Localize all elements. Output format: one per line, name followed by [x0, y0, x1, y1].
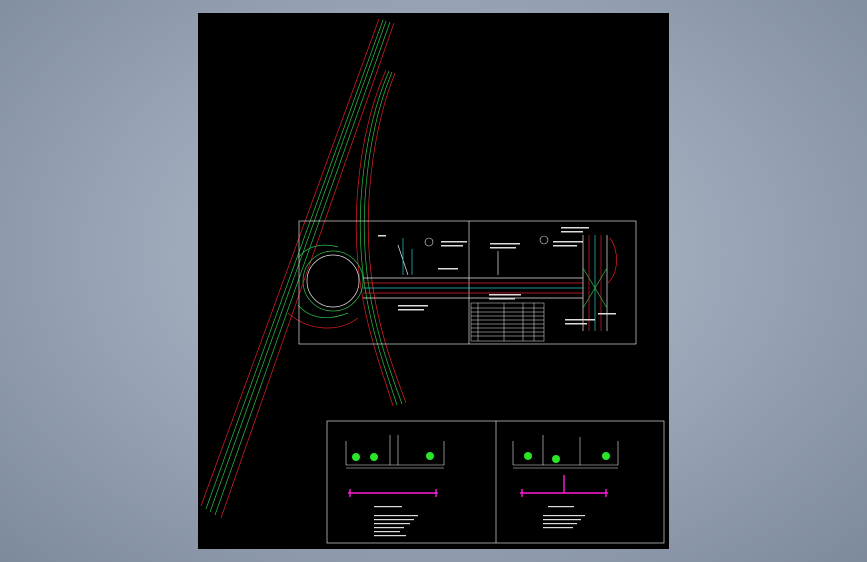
- left-cross-section: [345, 435, 445, 537]
- plan-main-street: [363, 238, 583, 299]
- plan-annotations: [378, 227, 616, 325]
- section-frames: [326, 420, 665, 544]
- cad-drawing-sheet: [198, 13, 669, 549]
- cad-drawing: [200, 18, 665, 544]
- plan-legend-table: [470, 302, 545, 342]
- left-section-trees: [352, 452, 434, 461]
- curved-ramp: [355, 69, 407, 407]
- right-cross-section: [512, 435, 619, 529]
- roundabout: [287, 244, 364, 329]
- plan-view-frame: [298, 220, 637, 345]
- diagonal-highway: [200, 18, 395, 519]
- right-section-trees: [524, 452, 610, 463]
- plan-right-intersection: [582, 235, 617, 331]
- plan-callout-symbols: [424, 235, 549, 247]
